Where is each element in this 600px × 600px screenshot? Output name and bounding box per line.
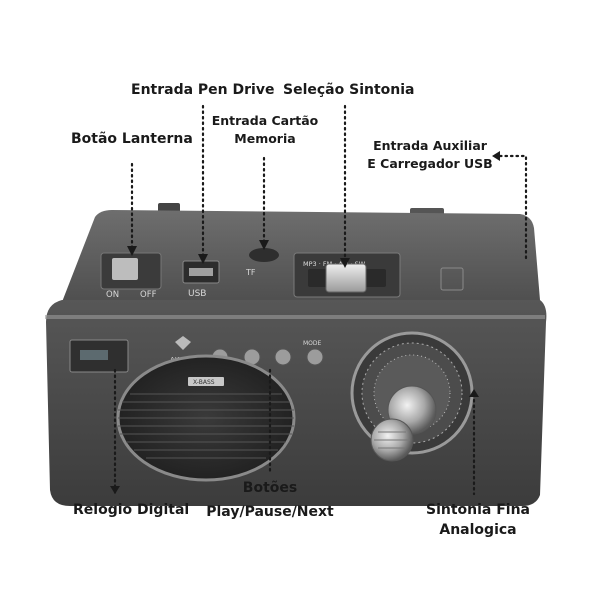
callout-pen-drive-text: Entrada Pen Drive bbox=[131, 82, 275, 98]
arrowhead-pen-drive bbox=[198, 254, 208, 264]
speaker-badge bbox=[188, 377, 224, 386]
callout-card-slot-line1: Entrada Cartão bbox=[211, 113, 319, 128]
mode-label: MODE bbox=[303, 340, 322, 347]
arrowhead-tuning-selector bbox=[340, 258, 350, 268]
callout-fine-tuning: Sintonia Fina Analogica bbox=[408, 500, 548, 540]
aux-emblem bbox=[440, 267, 464, 291]
callout-pen-drive: Entrada Pen Drive bbox=[131, 80, 274, 100]
callout-card-slot: Entrada Cartão Memoria bbox=[210, 112, 320, 148]
tf-label: TF bbox=[245, 268, 256, 277]
clock-lcd bbox=[80, 350, 108, 360]
callout-tuning-selector: Seleção Sintonia bbox=[283, 80, 414, 100]
callout-line-aux bbox=[498, 154, 528, 262]
arrowhead-clock-up bbox=[110, 486, 120, 494]
knob-ridges bbox=[374, 431, 410, 449]
callout-clock-text: Relogio Digital bbox=[73, 502, 190, 518]
callout-card-slot-line2: Memoria bbox=[234, 131, 296, 146]
callout-aux-line2: E Carregador USB bbox=[367, 156, 493, 171]
callout-flashlight: Botão Lanterna bbox=[71, 129, 193, 149]
arrowhead-fine-tuning bbox=[469, 389, 479, 397]
callout-aux-line1: Entrada Auxiliar bbox=[373, 138, 487, 153]
band-selector-slider[interactable] bbox=[325, 263, 367, 293]
speaker-badge-text: X-BASS bbox=[193, 379, 215, 386]
callout-buttons-line2: Play/Pause/Next bbox=[206, 504, 334, 520]
usb-label: USB bbox=[188, 289, 206, 299]
body-seam bbox=[45, 315, 545, 319]
switch-off-label: OFF bbox=[140, 290, 157, 300]
arrowhead-aux bbox=[492, 151, 500, 161]
callout-buttons: Botões Play/Pause/Next bbox=[200, 478, 340, 522]
arrowhead-flashlight bbox=[127, 246, 137, 256]
callout-buttons-line1: Botões bbox=[242, 480, 298, 496]
callout-arrowheads bbox=[110, 151, 500, 494]
tf-card-slot bbox=[249, 248, 279, 262]
mode-button[interactable] bbox=[306, 348, 324, 366]
button-3[interactable] bbox=[274, 348, 292, 366]
callout-fine-tuning-line2: Analogica bbox=[439, 522, 517, 538]
usb-port-tongue bbox=[189, 268, 213, 276]
flashlight-switch-knob[interactable] bbox=[112, 258, 138, 280]
switch-on-label: ON bbox=[106, 290, 119, 300]
callout-flashlight-text: Botão Lanterna bbox=[71, 131, 193, 147]
callout-fine-tuning-line1: Sintonia Fina bbox=[425, 502, 531, 518]
speaker-grille-lines bbox=[118, 393, 294, 459]
antenna-base-left bbox=[158, 203, 180, 213]
arrowhead-card-slot bbox=[259, 240, 269, 250]
callout-aux: Entrada Auxiliar E Carregador USB bbox=[360, 137, 500, 173]
callout-clock: Relogio Digital bbox=[73, 500, 189, 520]
brand-logo-icon bbox=[175, 336, 191, 350]
callout-lines bbox=[113, 104, 528, 496]
callout-tuning-selector-text: Seleção Sintonia bbox=[283, 82, 415, 98]
